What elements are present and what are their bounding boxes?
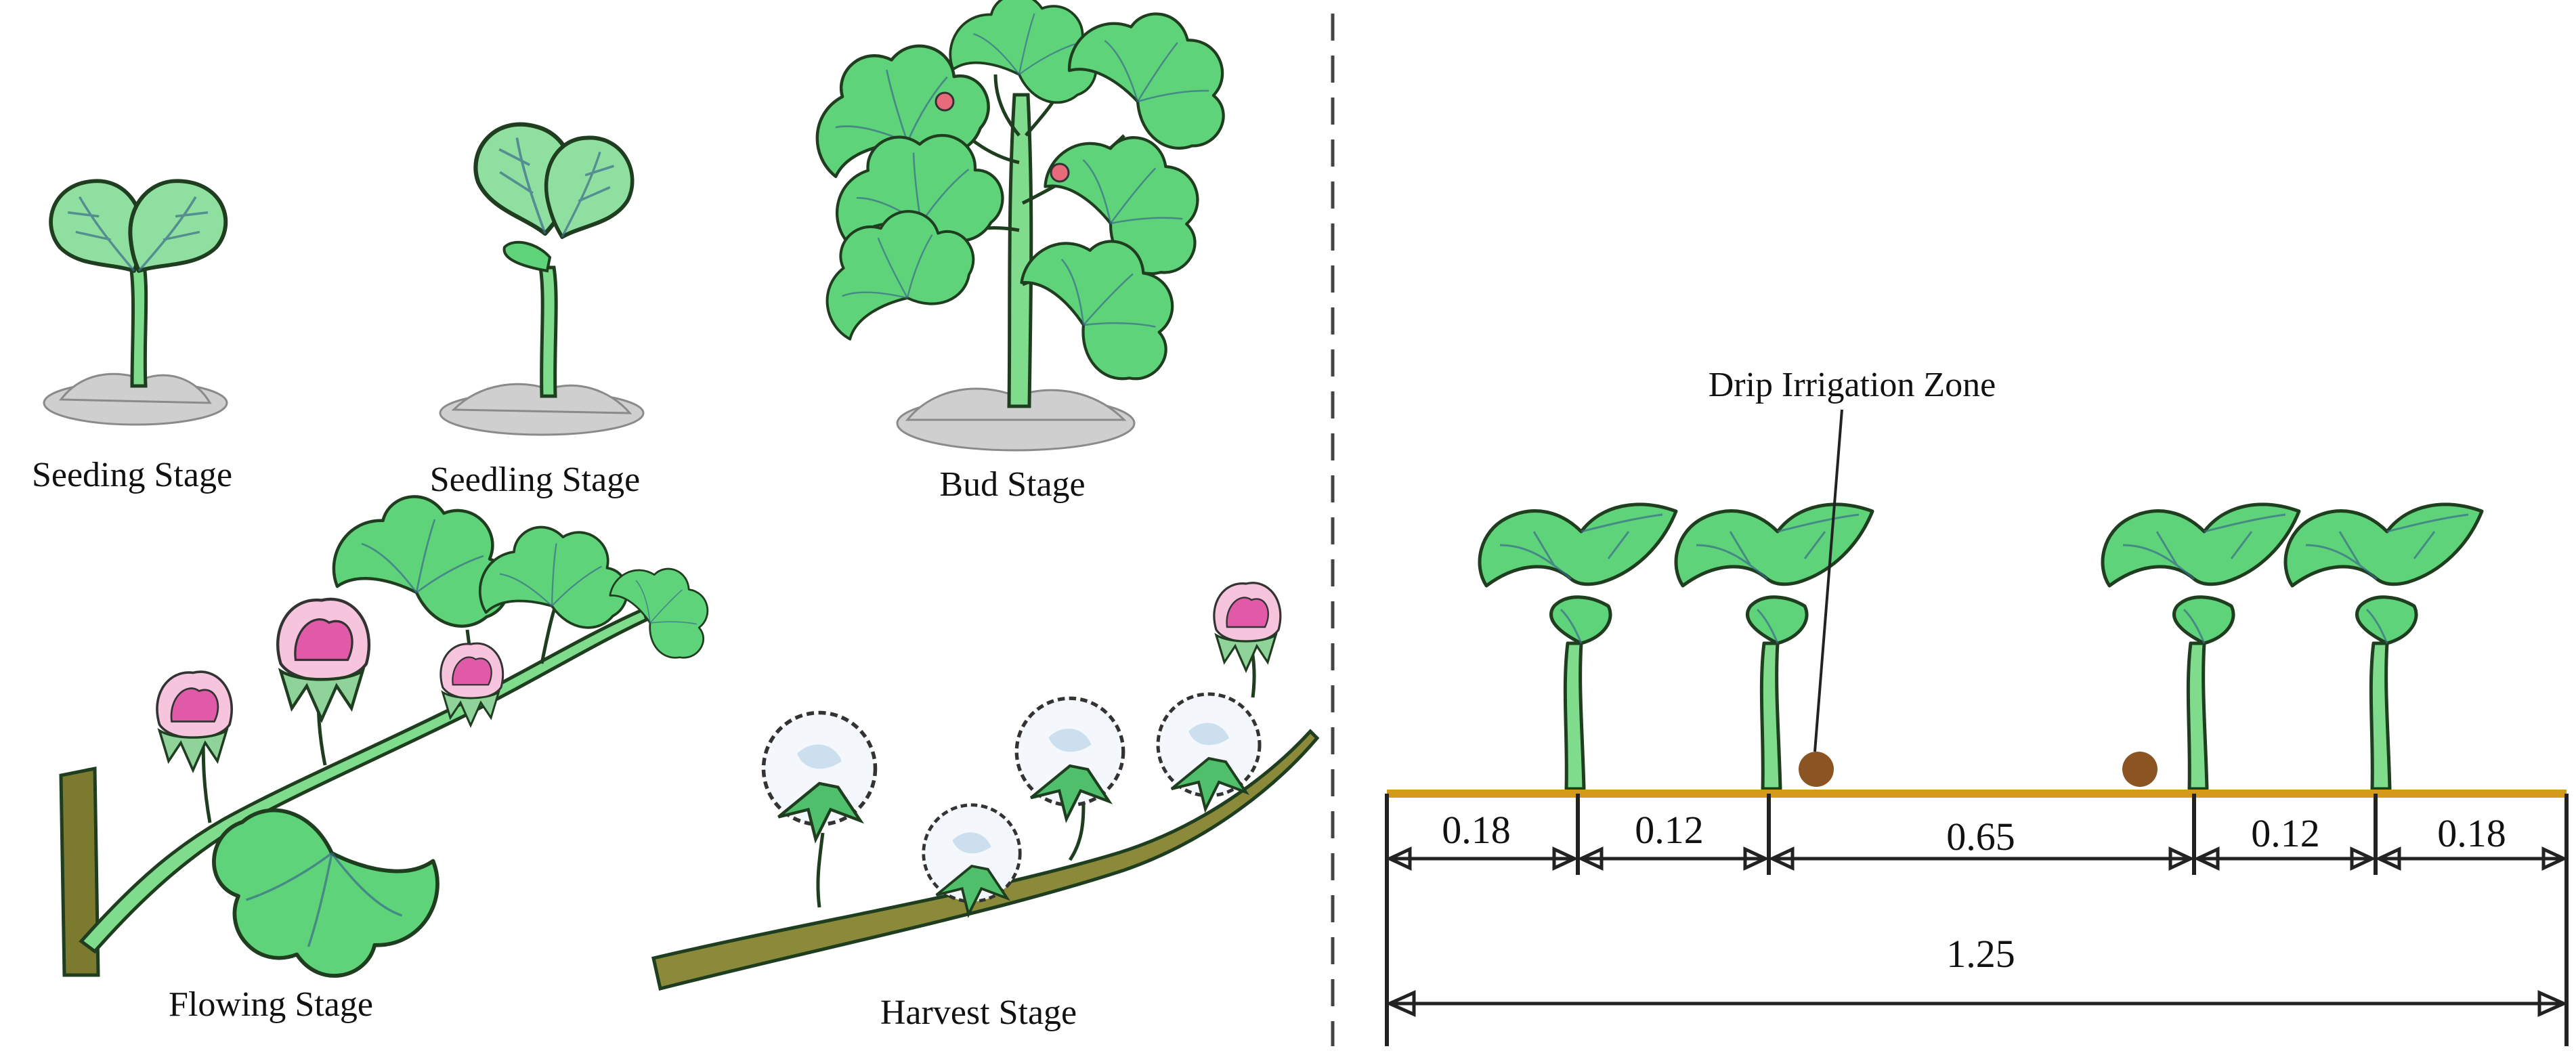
stage-label-bud: Bud Stage bbox=[939, 465, 1085, 504]
segment-label-4: 0.12 bbox=[2251, 811, 2320, 855]
bud-stage-illustration bbox=[788, 0, 1250, 452]
stage-label-flowing: Flowing Stage bbox=[169, 985, 373, 1024]
segment-dimensions bbox=[1386, 846, 2568, 871]
stage-label-seedling: Seedling Stage bbox=[430, 460, 641, 499]
seedling-stage-illustration bbox=[439, 111, 645, 436]
segment-label-1: 0.18 bbox=[1442, 808, 1511, 852]
segment-label-3: 0.65 bbox=[1946, 815, 2015, 859]
stage-label-harvest: Harvest Stage bbox=[880, 993, 1077, 1032]
zone-leader-line bbox=[1813, 409, 1843, 752]
segment-label-5: 0.18 bbox=[2437, 811, 2506, 855]
drip-emitter-2 bbox=[2122, 752, 2158, 787]
harvest-stage-illustration bbox=[651, 582, 1320, 991]
stage-label-seeding: Seeding Stage bbox=[32, 456, 232, 494]
field-plant-2 bbox=[1676, 504, 1872, 789]
flowing-stage-illustration bbox=[59, 496, 729, 976]
total-width-label: 1.25 bbox=[1946, 932, 2015, 976]
field-plant-4 bbox=[2285, 504, 2482, 789]
drip-emitter-1 bbox=[1799, 752, 1834, 787]
field-plant-3 bbox=[2103, 504, 2299, 789]
field-plant-1 bbox=[1480, 504, 1676, 789]
drip-irrigation-zone-label: Drip Irrigation Zone bbox=[1709, 366, 1996, 404]
segment-label-2: 0.12 bbox=[1635, 808, 1704, 852]
total-dimension-arrow bbox=[1385, 990, 2569, 1017]
seeding-stage-illustration bbox=[43, 181, 228, 426]
